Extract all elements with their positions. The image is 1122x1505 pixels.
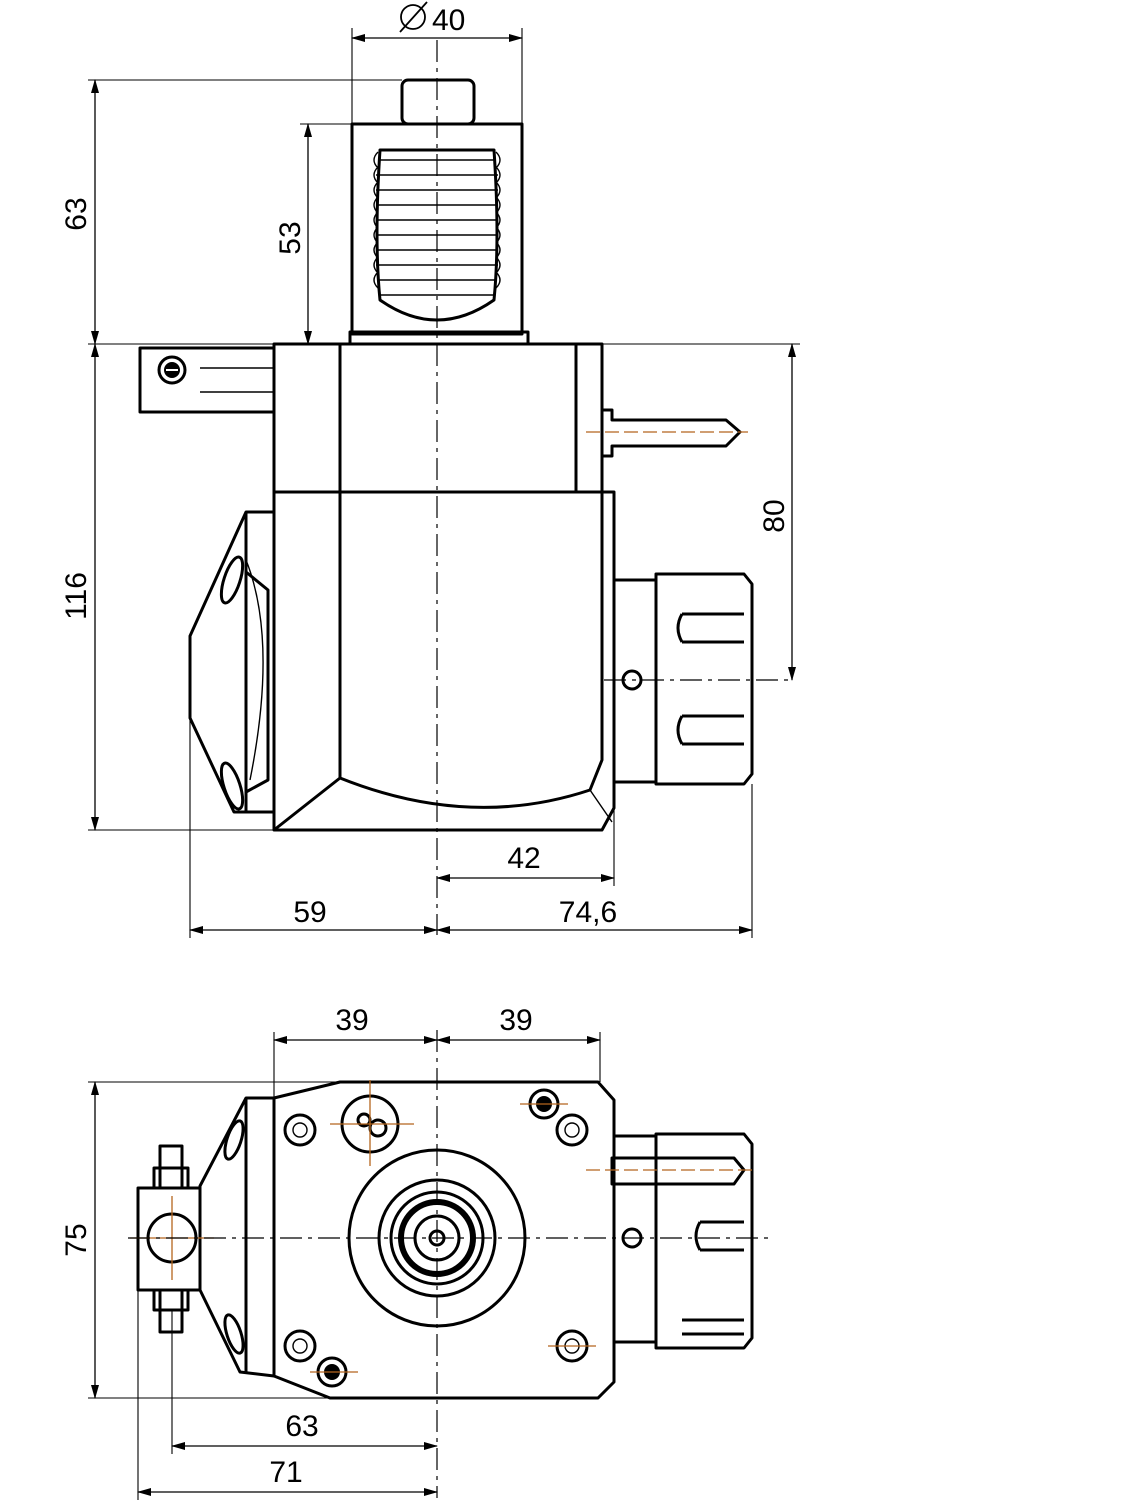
dim-plan-depth: 75 <box>60 1081 340 1399</box>
dim-left-half-value: 39 <box>335 1004 368 1037</box>
dim-plan-outer-width: 71 <box>137 1290 438 1500</box>
dim-right-offset: 42 <box>436 808 615 886</box>
collet-nut-side <box>604 572 790 786</box>
top-view: 40 63 53 116 80 <box>60 1 800 938</box>
dim-spindle-height-value: 80 <box>758 499 791 532</box>
dim-outer-width-value: 71 <box>269 1456 302 1489</box>
diameter-symbol <box>399 1 428 33</box>
dim-left-width-value: 59 <box>293 896 326 929</box>
dim-body-height-value: 116 <box>60 572 93 620</box>
plan-collet <box>586 1132 754 1350</box>
shank <box>348 78 530 346</box>
dim-diameter-value: 40 <box>432 4 465 37</box>
bottom-view: 39 39 75 63 71 <box>60 1004 770 1500</box>
dim-height-shank-value: 53 <box>274 221 307 254</box>
dim-plan-halves: 39 39 <box>273 1004 601 1098</box>
dim-spindle-height: 80 <box>602 343 800 681</box>
dim-overall-width: 59 74,6 <box>189 718 753 938</box>
plan-alignment-pin <box>330 1080 414 1166</box>
upper-housing <box>138 342 748 494</box>
plan-bracket <box>130 1096 275 1378</box>
plan-body <box>272 1080 616 1400</box>
dim-height-total-value: 63 <box>60 197 93 230</box>
dim-inner-width-value: 63 <box>285 1410 318 1443</box>
dim-depth-value: 75 <box>60 1223 93 1256</box>
dim-diameter: 40 <box>351 1 523 124</box>
dim-right-offset-value: 42 <box>507 842 540 875</box>
dim-right-half-value: 39 <box>499 1004 532 1037</box>
lower-housing <box>188 490 616 832</box>
dim-plan-inner-width: 63 <box>171 1310 438 1454</box>
dim-height-shank: 53 <box>274 123 352 345</box>
plan-screws <box>283 1088 596 1388</box>
dim-right-width-value: 74,6 <box>559 896 617 929</box>
dim-body-height: 116 <box>60 343 274 831</box>
dim-height-total: 63 <box>60 79 402 345</box>
